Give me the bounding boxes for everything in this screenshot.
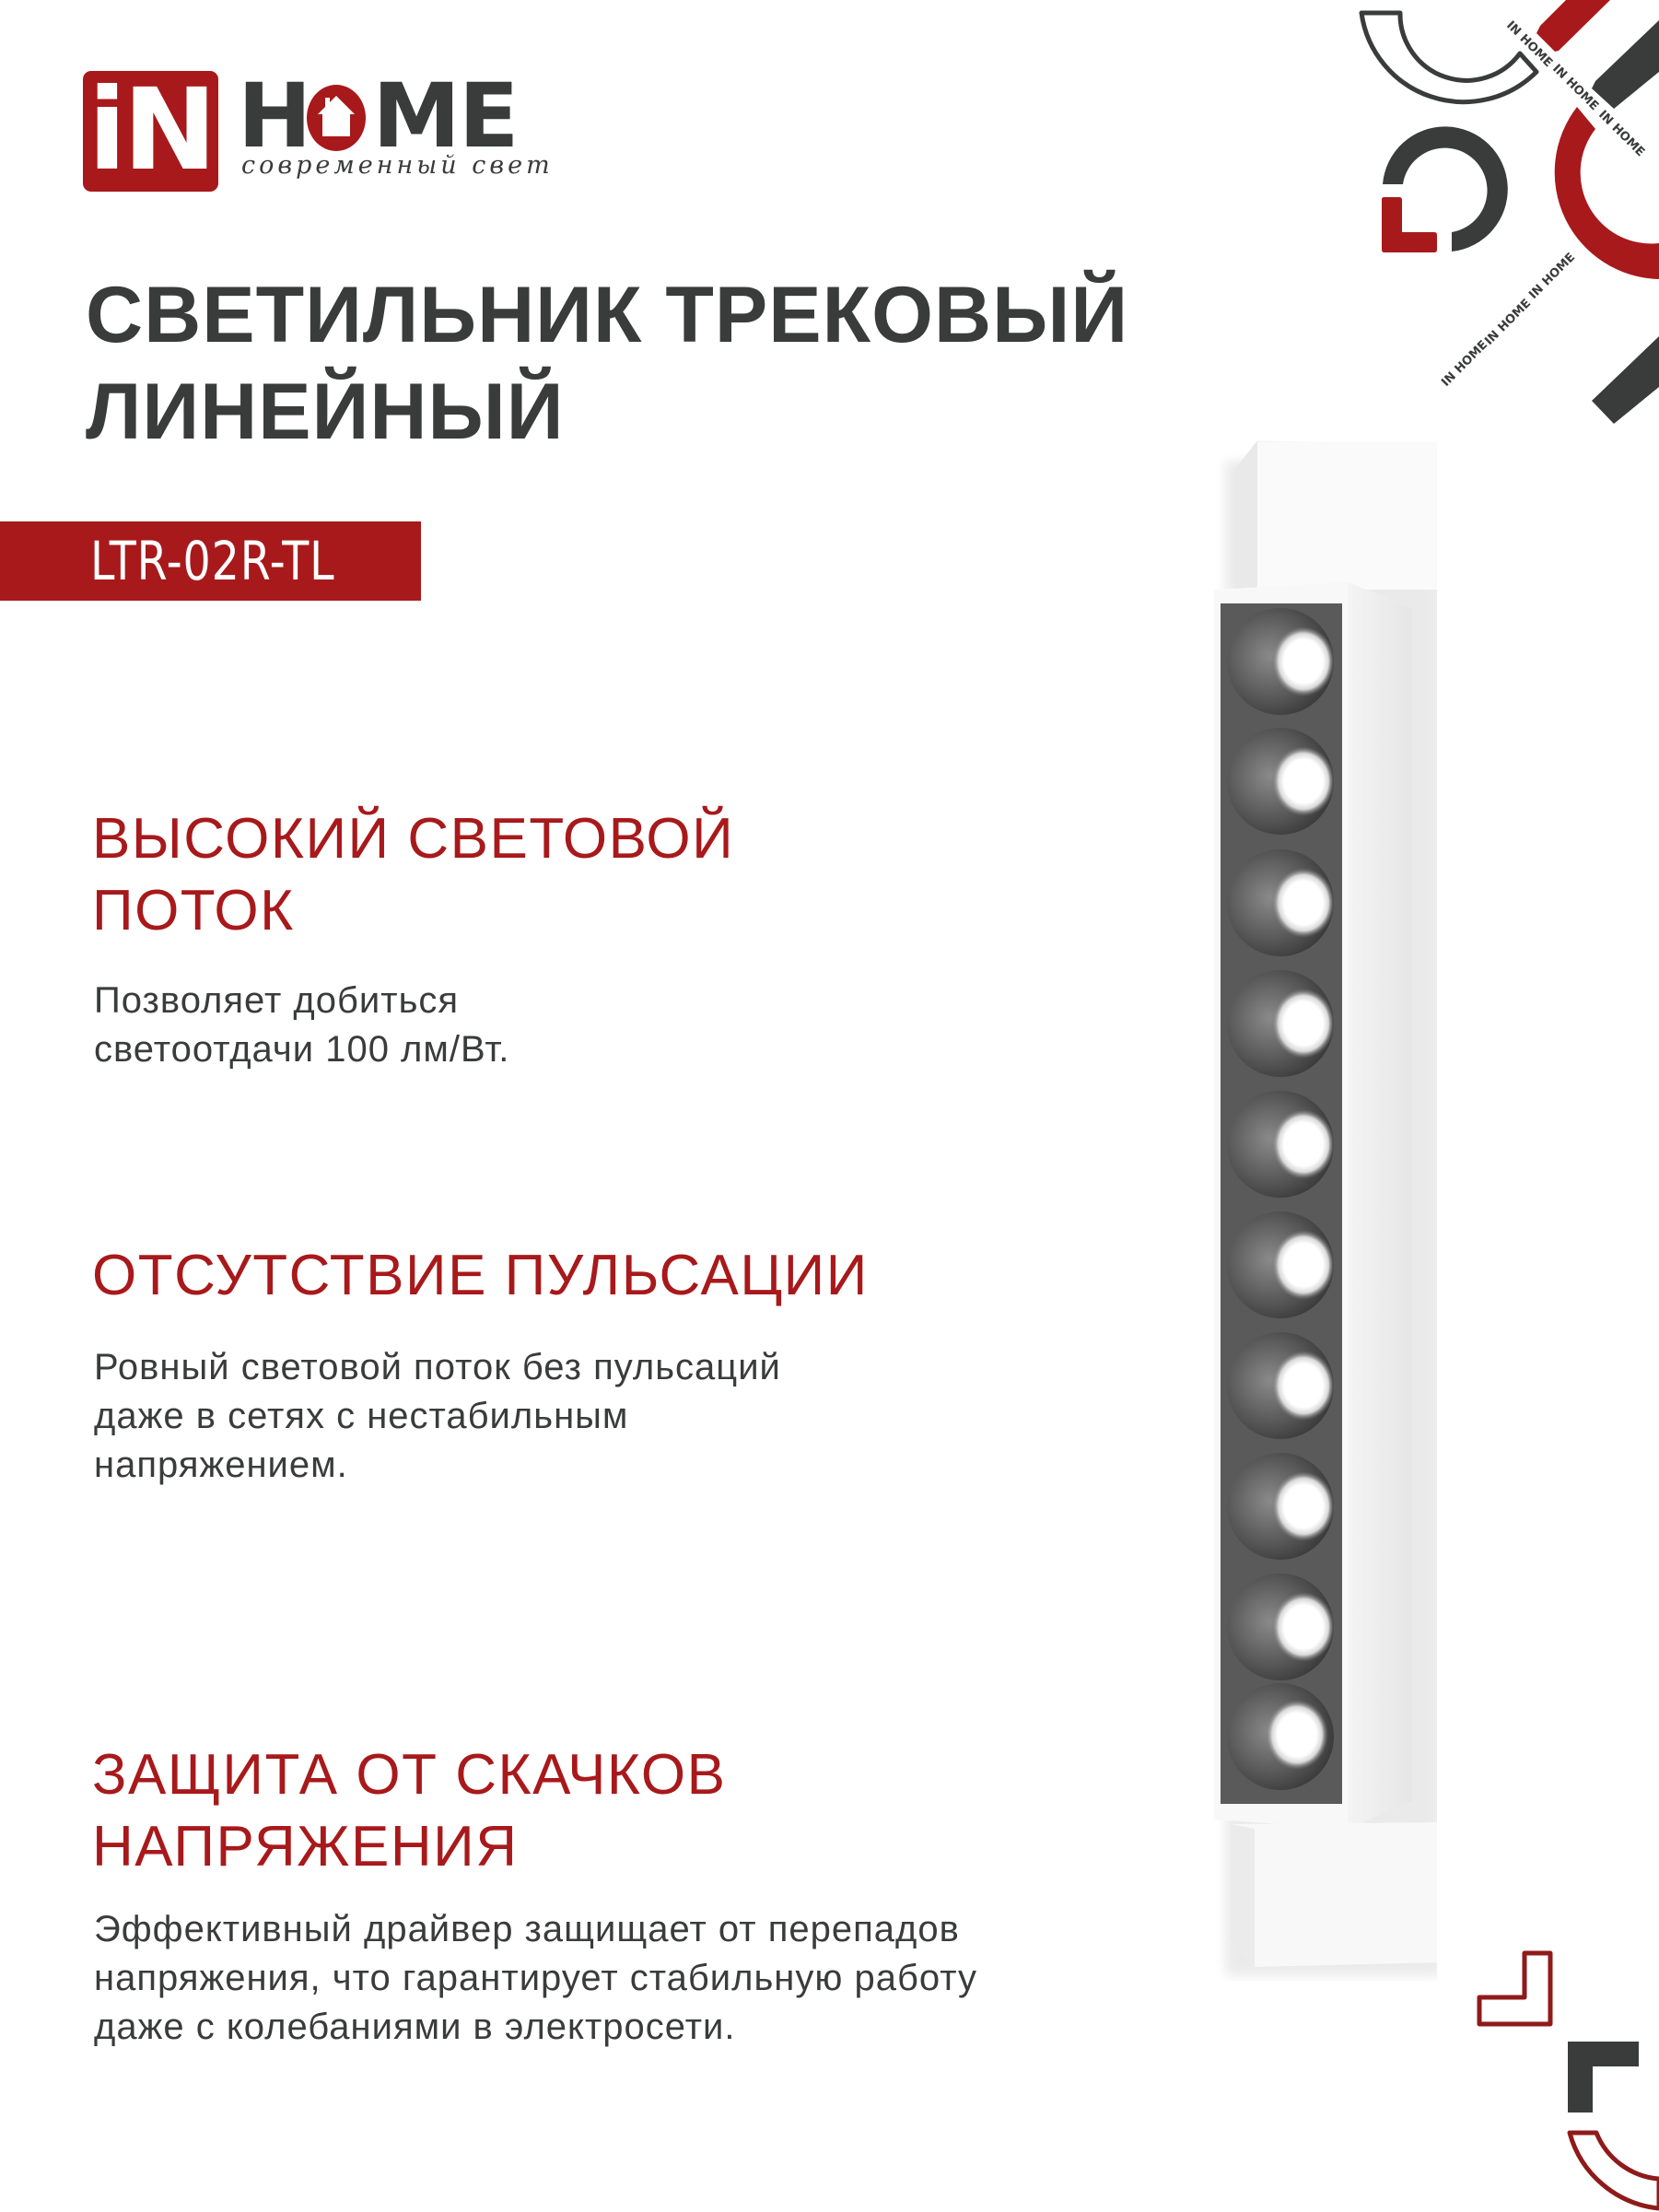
feature-body: Эффективный драйвер защищает от перепадо… [94, 1909, 978, 2047]
feature-body: Ровный световой поток без пульсаций даже… [94, 1347, 781, 1485]
svg-text:IN HOME: IN HOME [1526, 251, 1578, 302]
title-line-2: ЛИНЕЙНЫЙ [86, 368, 565, 456]
logo-house-circle-icon [307, 85, 366, 151]
outline-arc-icon [1359, 10, 1539, 105]
feature-heading: НАПРЯЖЕНИЯ [92, 1815, 519, 1878]
feature-body: Позволяет добиться светоотдачи 100 лм/Вт… [94, 980, 510, 1070]
page-title: СВЕТИЛЬНИК ТРЕКОВЫЙ ЛИНЕЙНЫЙ [86, 267, 1128, 461]
logo-letters-me: ME [372, 64, 519, 168]
led-spots [1227, 608, 1335, 1790]
red-outline-arc-icon [1567, 2130, 1659, 2211]
logo-tagline: современный свет [241, 151, 554, 180]
model-number: LTR-02R-TL [90, 530, 335, 592]
house-icon [318, 96, 355, 136]
svg-text:IN HOME: IN HOME [1482, 297, 1534, 348]
dark-diagonal-bar-lower [1592, 336, 1659, 424]
red-diagonal-bar [1536, 0, 1610, 52]
feature-heading: ВЫСОКИЙ СВЕТОВОЙ [92, 807, 735, 871]
feature-heading: ОТСУТСТВИЕ ПУЛЬСАЦИИ [92, 1244, 869, 1307]
title-line-1: СВЕТИЛЬНИК ТРЕКОВЫЙ [86, 271, 1129, 359]
svg-text:IN HOME: IN HOME [1595, 108, 1647, 159]
feature-heading: ПОТОК [92, 879, 295, 942]
decorative-pattern-bottom [1477, 1950, 1659, 2211]
model-badge [0, 521, 421, 601]
dark-diagonal-bar [1592, 20, 1659, 109]
logo-letter-h: H [238, 64, 311, 168]
dark-corner-icon [1568, 2042, 1639, 2113]
track-light-product-image [1214, 440, 1437, 1976]
red-outline-corner-icon [1477, 1950, 1553, 2027]
dark-ring-icon [1383, 126, 1508, 252]
logo-red-box [83, 71, 218, 192]
decorative-pattern-top: IN HOME IN HOME IN HOME IN HOME IN HOME … [1359, 0, 1659, 424]
svg-text:IN HOME: IN HOME [1439, 338, 1490, 390]
logo-in-text: iN [88, 64, 217, 195]
feature-heading: ЗАЩИТА ОТ СКАЧКОВ [92, 1743, 727, 1807]
red-corner-icon [1382, 197, 1437, 252]
red-arc-icon [1554, 107, 1659, 279]
